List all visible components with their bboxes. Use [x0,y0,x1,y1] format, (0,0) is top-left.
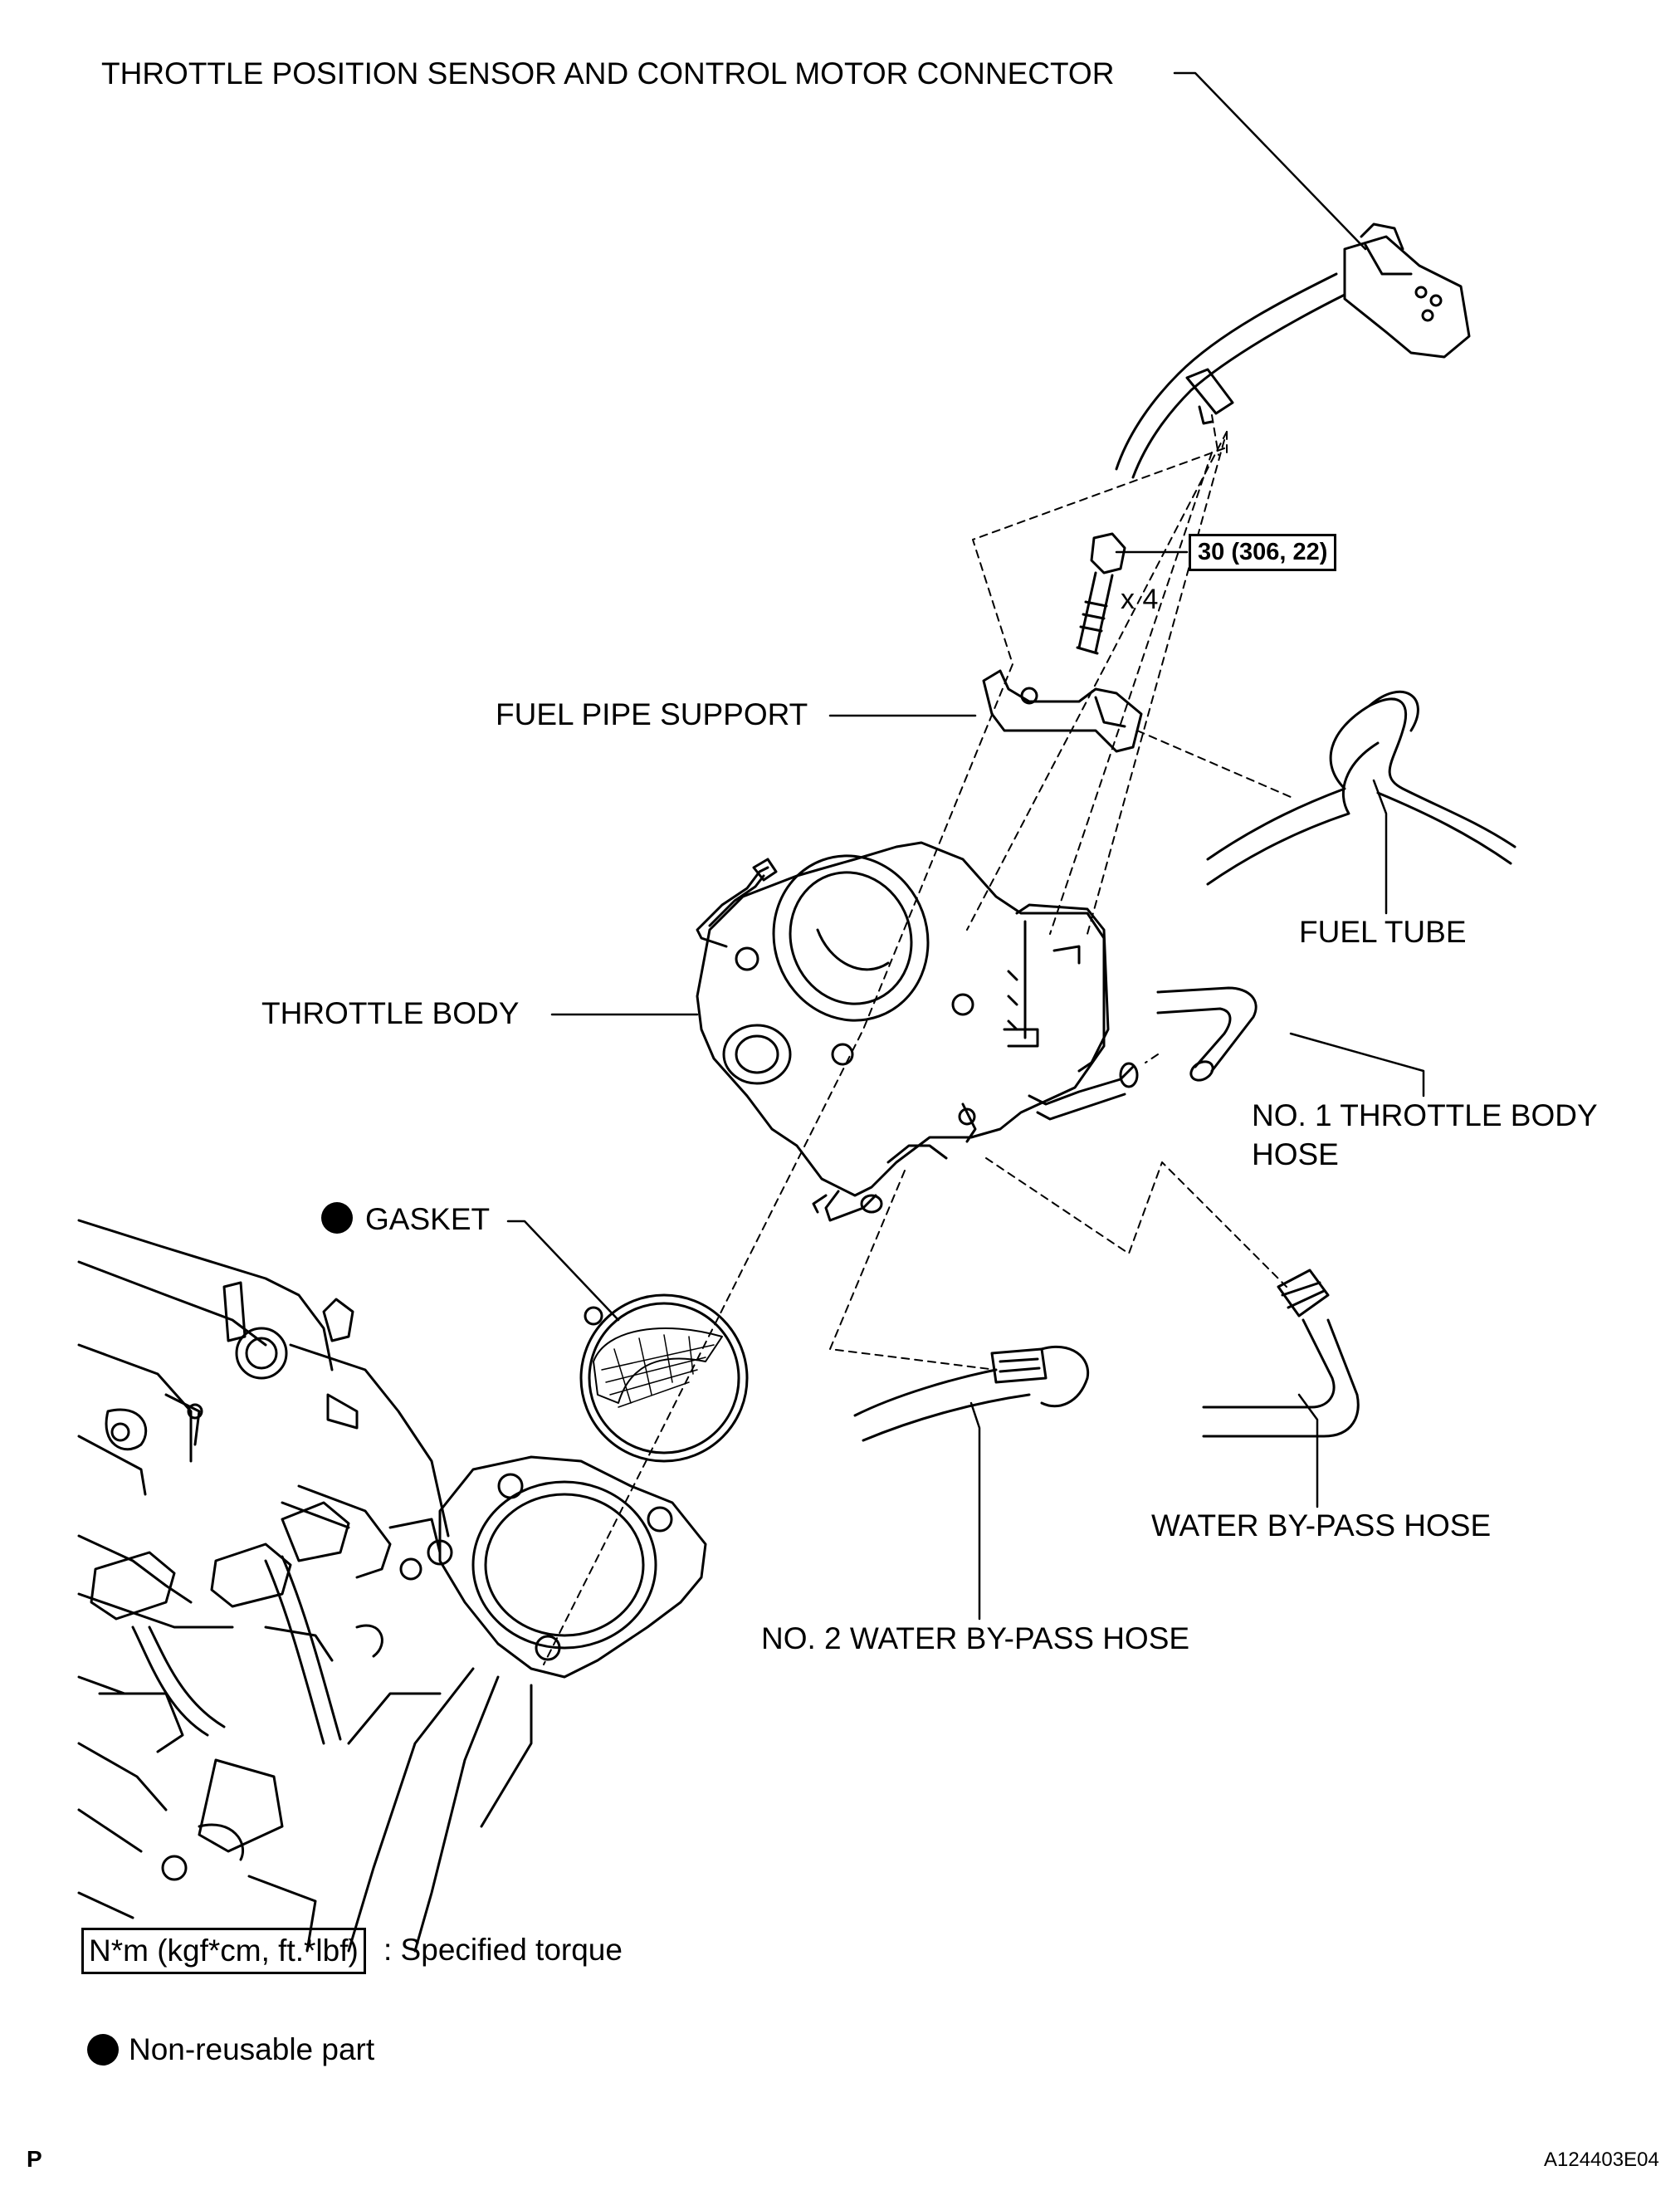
label-fuel-tube: FUEL TUBE [1299,915,1467,949]
label-no2-water-bypass-hose: NO. 2 WATER BY-PASS HOSE [761,1621,1190,1655]
fuel-pipe-support-part [982,669,1143,753]
legend-non-reusable-icon [87,2034,119,2066]
legend-torque-desc: : Specified torque [383,1933,623,1967]
label-no1-throttle-body-hose-line1: NO. 1 THROTTLE BODY [1252,1098,1598,1132]
throttle-body-part [696,841,1139,1222]
leader-no2-water-bypass [969,1401,981,1621]
leader-connector [1173,71,1367,251]
non-reusable-marker-icon [321,1202,353,1234]
gasket-part [579,1293,749,1463]
engine-block-part [77,1219,707,1953]
leader-gasket [506,1220,620,1322]
footer-figure-id: A124403E04 [1544,2149,1659,2171]
label-throttle-sensor-connector: THROTTLE POSITION SENSOR AND CONTROL MOT… [101,56,1115,90]
fuel-tube-part [1206,690,1516,886]
bolt-icon [1076,532,1126,655]
label-throttle-body: THROTTLE BODY [261,996,520,1030]
torque-spec-badge: 30 (306, 22) [1189,534,1337,571]
connector-harness [1115,222,1471,479]
label-no1-throttle-body-hose-line2: HOSE [1252,1137,1339,1171]
no1-throttle-body-hose-part [1156,986,1258,1082]
label-water-bypass-hose: WATER BY-PASS HOSE [1151,1508,1492,1542]
legend-torque-unit-box: N*m (kgf*cm, ft.*lbf) [81,1928,366,1974]
water-bypass-hose-part [1202,1269,1360,1438]
legend-non-reusable-desc: Non-reusable part [129,2032,375,2066]
leader-no1-hose [1289,1032,1425,1098]
footer-left-code: P [27,2146,42,2172]
label-fuel-pipe-support: FUEL PIPE SUPPORT [496,697,808,731]
label-bolt-quantity: x 4 [1121,584,1159,615]
leader-fuel-tube [1372,779,1388,915]
leader-lines [506,71,1425,1621]
leader-water-bypass [1297,1393,1319,1508]
assembly-dashed-lines [543,414,1292,1665]
label-gasket: GASKET [365,1202,491,1236]
no2-water-bypass-hose-part [853,1345,1090,1442]
